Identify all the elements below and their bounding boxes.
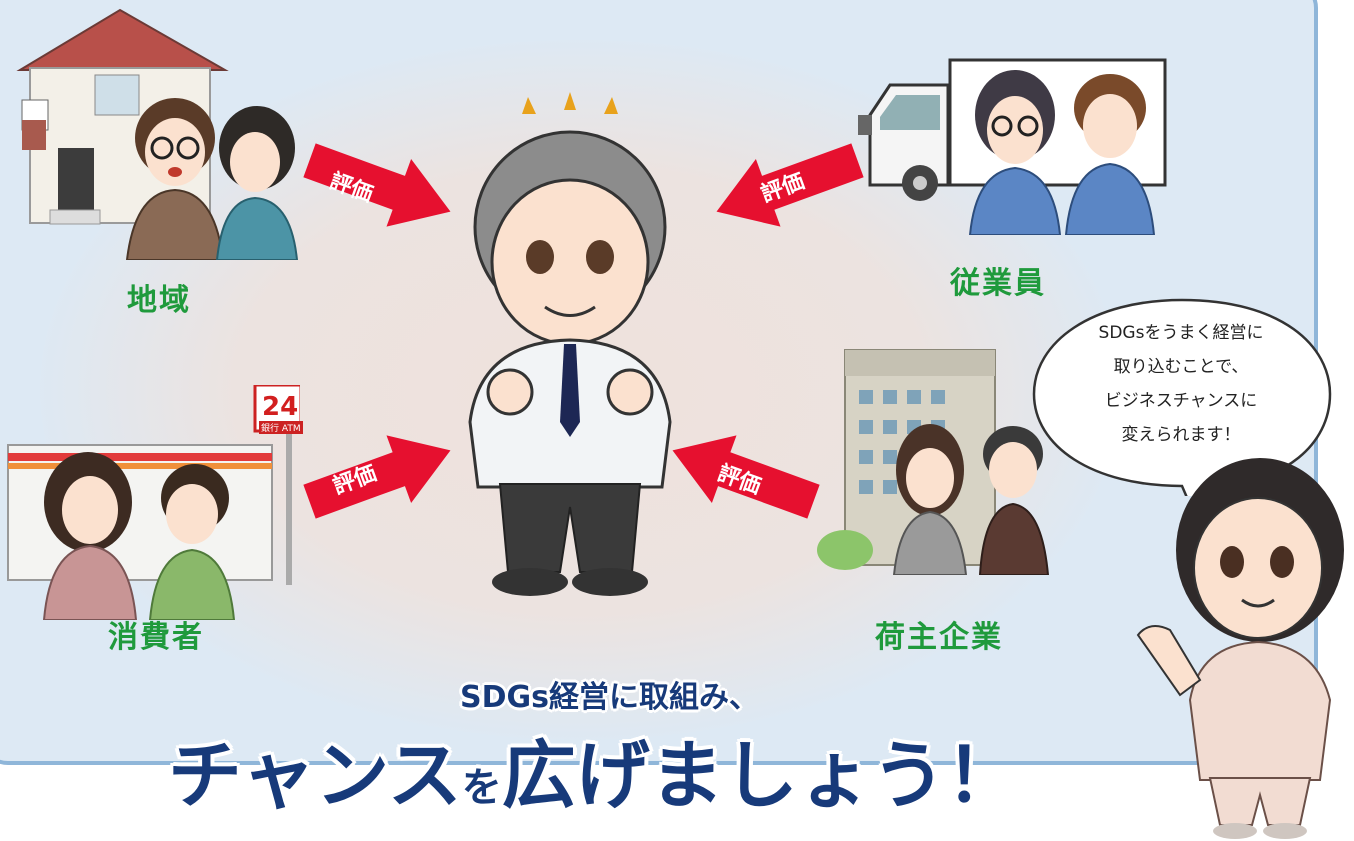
headline-subtitle: SDGs経営に取組み、 xyxy=(460,680,759,715)
employees-illustration xyxy=(968,70,1156,235)
speech-bubble xyxy=(1032,298,1332,496)
shippers-illustration xyxy=(892,424,1050,575)
evaluation-arrow-employees xyxy=(704,127,870,246)
manager-illustration xyxy=(468,92,672,596)
label-community: 地域 xyxy=(127,283,191,318)
evaluation-arrow-community xyxy=(297,127,463,246)
label-employees: 従業員 xyxy=(950,266,1046,301)
evaluation-arrow-shippers xyxy=(660,417,826,536)
label-shippers: 荷主企業 xyxy=(875,620,1003,655)
community-couple-illustration xyxy=(125,98,299,260)
store-sign-text: 銀行 ATM xyxy=(259,421,303,434)
headline-particle: を xyxy=(461,765,502,811)
bubble-line-1: SDGsをうまく経営に xyxy=(1098,323,1264,343)
speech-bubble-text: SDGsをうまく経営に 取り込むことで、 ビジネスチャンスに 変えられます！ xyxy=(1046,316,1316,452)
bubble-line-4: 変えられます！ xyxy=(1121,425,1241,445)
headline-part2: 広げましょう！ xyxy=(501,733,1020,819)
presenter-illustration xyxy=(1136,458,1344,839)
label-consumers: 消費者 xyxy=(108,620,204,655)
bubble-line-3: ビジネスチャンスに xyxy=(1104,391,1258,411)
headline-part1: チャンス xyxy=(168,733,462,819)
bubble-line-2: 取り込むことで、 xyxy=(1113,357,1249,377)
consumers-illustration xyxy=(42,452,236,620)
evaluation-arrow-consumers xyxy=(297,417,463,536)
headline-main: チャンスを広げましょう！ xyxy=(168,716,1020,823)
store-sign-number: 24 xyxy=(262,392,299,422)
